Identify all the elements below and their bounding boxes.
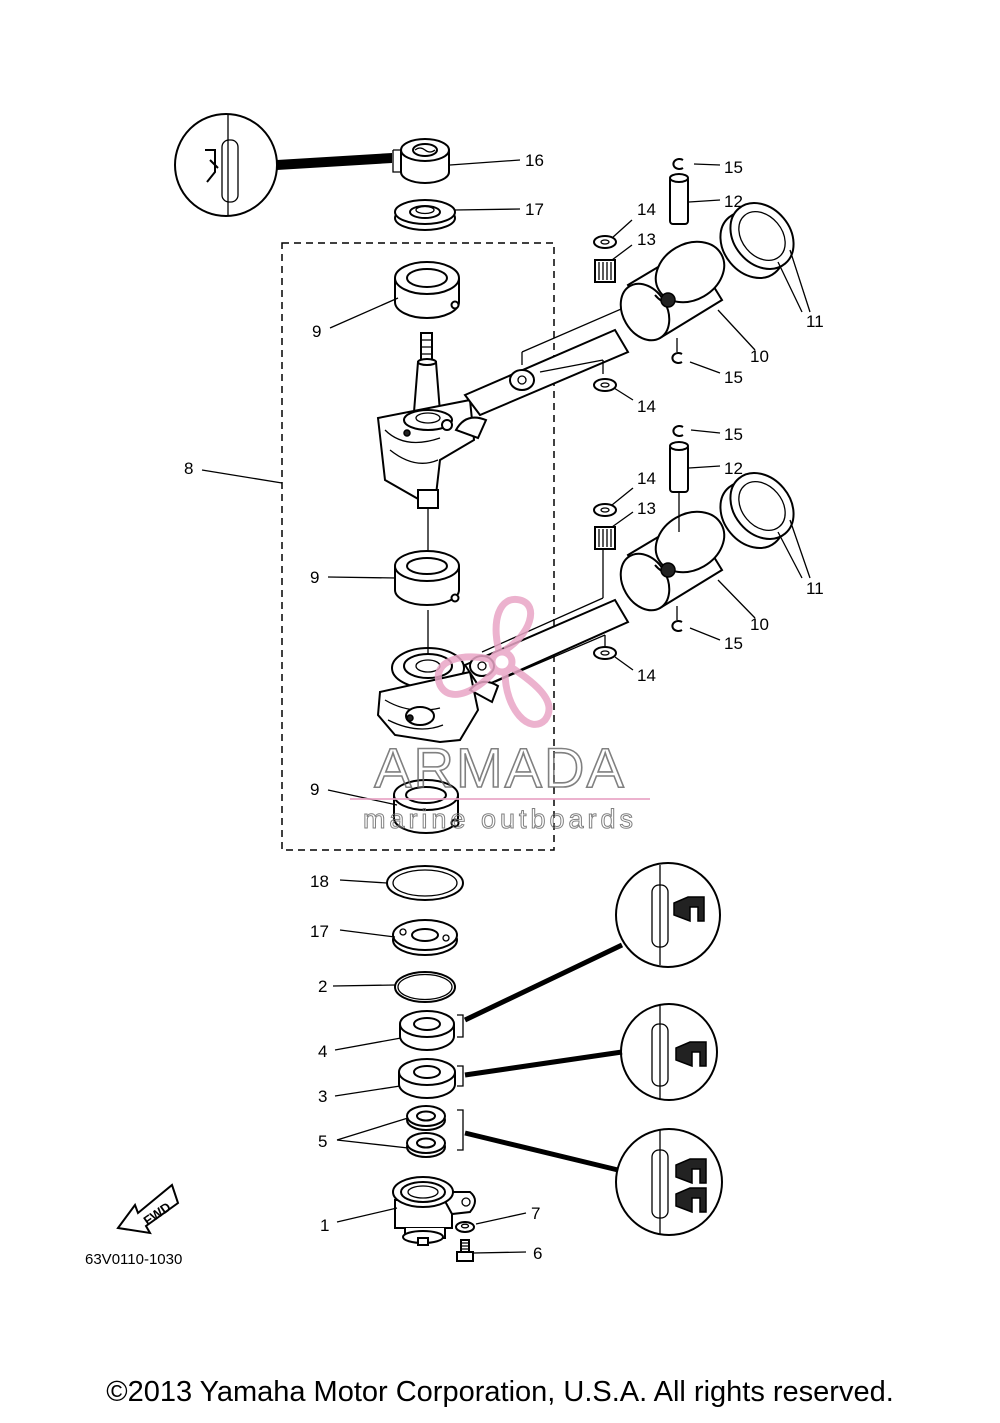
bearing-9-upper — [394, 261, 460, 319]
callout-5: 5 — [318, 1132, 327, 1151]
callout-14: 14 — [637, 469, 656, 488]
callout-labels: 16 17 15 12 14 13 11 9 10 15 14 15 8 12 … — [184, 151, 824, 1263]
callout-14: 14 — [637, 200, 656, 219]
propeller-logo — [434, 595, 553, 728]
needle-bearing-13-lower — [594, 526, 616, 550]
forward-direction-arrow: FWD — [116, 1183, 180, 1235]
callout-15: 15 — [724, 425, 743, 444]
callout-11: 11 — [806, 312, 824, 331]
callout-1: 1 — [320, 1216, 329, 1235]
seal-housing-1 — [392, 1176, 476, 1246]
callout-9: 9 — [312, 322, 321, 341]
watermark: ARMADA marine outboards — [350, 595, 650, 835]
callout-17: 17 — [310, 922, 329, 941]
callout-9: 9 — [310, 568, 319, 587]
seal-housing-plate-17-upper — [394, 199, 456, 231]
seal-detail-circle-1 — [615, 862, 721, 968]
watermark-tagline: marine outboards — [363, 804, 637, 834]
callout-14: 14 — [637, 397, 656, 416]
needle-bearing-13-upper — [594, 259, 616, 283]
leader-lines — [201, 159, 811, 1254]
callout-7: 7 — [531, 1204, 540, 1223]
washer-14-lower-b — [593, 646, 617, 660]
callout-11: 11 — [806, 579, 824, 598]
callout-15: 15 — [724, 158, 743, 177]
bolt-6 — [456, 1239, 474, 1262]
callout-8: 8 — [184, 459, 193, 478]
crankshaft-assembly-box — [281, 242, 555, 851]
clip-15-lower-a — [672, 425, 684, 437]
seal-housing-plate-17-lower — [392, 919, 458, 956]
clip-15-upper-b — [671, 338, 683, 364]
seal-detail-circle-top — [174, 113, 392, 217]
callout-6: 6 — [533, 1244, 542, 1263]
washer-14-upper-b — [593, 378, 617, 392]
washer-7 — [455, 1221, 475, 1233]
callout-9: 9 — [310, 780, 319, 799]
oil-seal-3 — [398, 1049, 623, 1099]
callout-17: 17 — [525, 200, 544, 219]
seal-detail-circle-3 — [615, 1128, 723, 1236]
callout-3: 3 — [318, 1087, 327, 1106]
clip-15-lower-b — [671, 606, 683, 632]
callout-12: 12 — [724, 459, 743, 478]
callout-13: 13 — [637, 499, 656, 518]
piston-pin-12-lower — [669, 441, 689, 532]
bearing-9-lower — [393, 779, 460, 834]
washer-14-lower-a — [593, 503, 617, 517]
callout-4: 4 — [318, 1042, 327, 1061]
o-ring-2 — [394, 971, 456, 1003]
crankshaft — [376, 332, 480, 744]
piston-10-lower — [619, 510, 726, 612]
copyright-notice: ©2013 Yamaha Motor Corporation, U.S.A. A… — [106, 1376, 894, 1408]
oil-seal-4 — [399, 942, 624, 1051]
washer-14-upper-a — [593, 235, 617, 249]
piston-pin-12-upper — [669, 173, 689, 225]
watermark-brand: ARMADA — [374, 736, 626, 799]
callout-14: 14 — [637, 666, 656, 685]
piston-10-upper — [619, 240, 726, 342]
callout-15: 15 — [724, 368, 743, 387]
gasket-18 — [386, 865, 464, 901]
figure-code: 63V0110-1030 — [85, 1251, 182, 1268]
callout-16: 16 — [525, 151, 544, 170]
callout-18: 18 — [310, 872, 329, 891]
callout-10: 10 — [750, 347, 769, 366]
seal-detail-circle-2 — [620, 1003, 718, 1101]
callout-15: 15 — [724, 634, 743, 653]
bearing-9-middle — [394, 550, 460, 606]
piston-rings-11-lower — [719, 472, 795, 549]
oil-seals-5 — [406, 1105, 619, 1173]
callout-2: 2 — [318, 977, 327, 996]
piston-rings-11-upper — [719, 202, 795, 279]
clip-15-upper-a — [672, 158, 684, 170]
callout-13: 13 — [637, 230, 656, 249]
callout-10: 10 — [750, 615, 769, 634]
callout-12: 12 — [724, 192, 743, 211]
oil-seal-16 — [392, 138, 450, 184]
